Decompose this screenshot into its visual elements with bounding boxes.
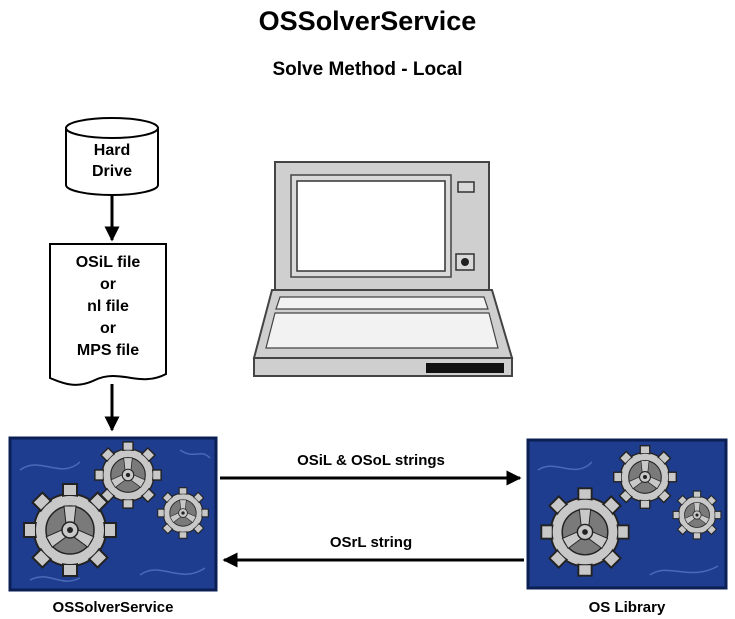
file-document-shape xyxy=(49,243,167,386)
file-line-5: MPS file xyxy=(76,342,140,359)
laptop-icon xyxy=(252,161,514,377)
diagram-subtitle: Solve Method - Local xyxy=(272,59,463,80)
hard-drive-cylinder xyxy=(65,117,159,196)
os-library-label: OS Library xyxy=(588,599,666,616)
request-edge-label: OSiL & OSoL strings xyxy=(297,452,445,469)
file-line-4: or xyxy=(100,320,116,337)
file-line-1: OSiL file xyxy=(75,254,141,271)
ossolverservice-label: OSSolverService xyxy=(52,599,174,616)
hard-drive-line-1: Hard xyxy=(93,142,131,159)
os-library-panel xyxy=(526,438,728,590)
hard-drive-line-2: Drive xyxy=(91,163,133,180)
file-document-label: OSiL file or nl file or MPS file xyxy=(50,252,166,362)
ossolverservice-panel xyxy=(8,436,218,592)
file-line-3: nl file xyxy=(87,298,129,315)
response-edge-label: OSrL string xyxy=(329,534,413,551)
diagram-title: OSSolverService xyxy=(258,6,477,36)
file-line-2: or xyxy=(100,276,116,293)
hard-drive-label: Hard Drive xyxy=(66,140,158,182)
